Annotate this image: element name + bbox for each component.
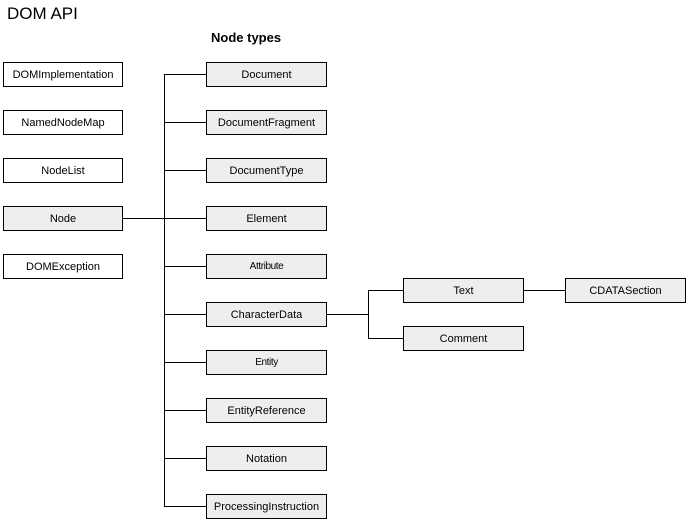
processing-instruction-label: ProcessingInstruction (213, 500, 320, 513)
document-type-label: DocumentType (229, 164, 304, 177)
notation-label: Notation (246, 452, 287, 465)
character-data-box: CharacterData (206, 302, 327, 327)
named-node-map-label: NamedNodeMap (21, 116, 105, 129)
entity-box: Entity (206, 350, 327, 375)
notation-box: Notation (206, 446, 327, 471)
node-list-box: NodeList (3, 158, 123, 183)
node-types-heading: Node types (211, 30, 282, 45)
element-label: Element (246, 212, 287, 225)
document-fragment-label: DocumentFragment (217, 116, 316, 129)
text-box: Text (403, 278, 524, 303)
cdata-section-box: CDATASection (565, 278, 686, 303)
comment-label: Comment (439, 332, 488, 345)
node-list-label: NodeList (41, 164, 85, 177)
node-box: Node (3, 206, 123, 231)
cdata-section-label: CDATASection (589, 284, 662, 297)
entity-label: Entity (255, 357, 278, 368)
page-title: DOM API (7, 4, 78, 23)
node-label: Node (49, 212, 77, 225)
element-box: Element (206, 206, 327, 231)
document-type-box: DocumentType (206, 158, 327, 183)
attribute-box: Attribute (206, 254, 327, 279)
comment-box: Comment (403, 326, 524, 351)
document-box: Document (206, 62, 327, 87)
text-label: Text (453, 284, 474, 297)
document-label: Document (241, 68, 292, 81)
dom-implementation-box: DOMImplementation (3, 62, 123, 87)
named-node-map-box: NamedNodeMap (3, 110, 123, 135)
entity-reference-box: EntityReference (206, 398, 327, 423)
dom-exception-box: DOMException (3, 254, 123, 279)
dom-exception-label: DOMException (26, 260, 100, 273)
dom-implementation-label: DOMImplementation (12, 68, 114, 81)
processing-instruction-box: ProcessingInstruction (206, 494, 327, 519)
character-data-label: CharacterData (230, 308, 303, 321)
document-fragment-box: DocumentFragment (206, 110, 327, 135)
attribute-label: Attribute (249, 261, 284, 272)
entity-reference-label: EntityReference (227, 404, 306, 417)
